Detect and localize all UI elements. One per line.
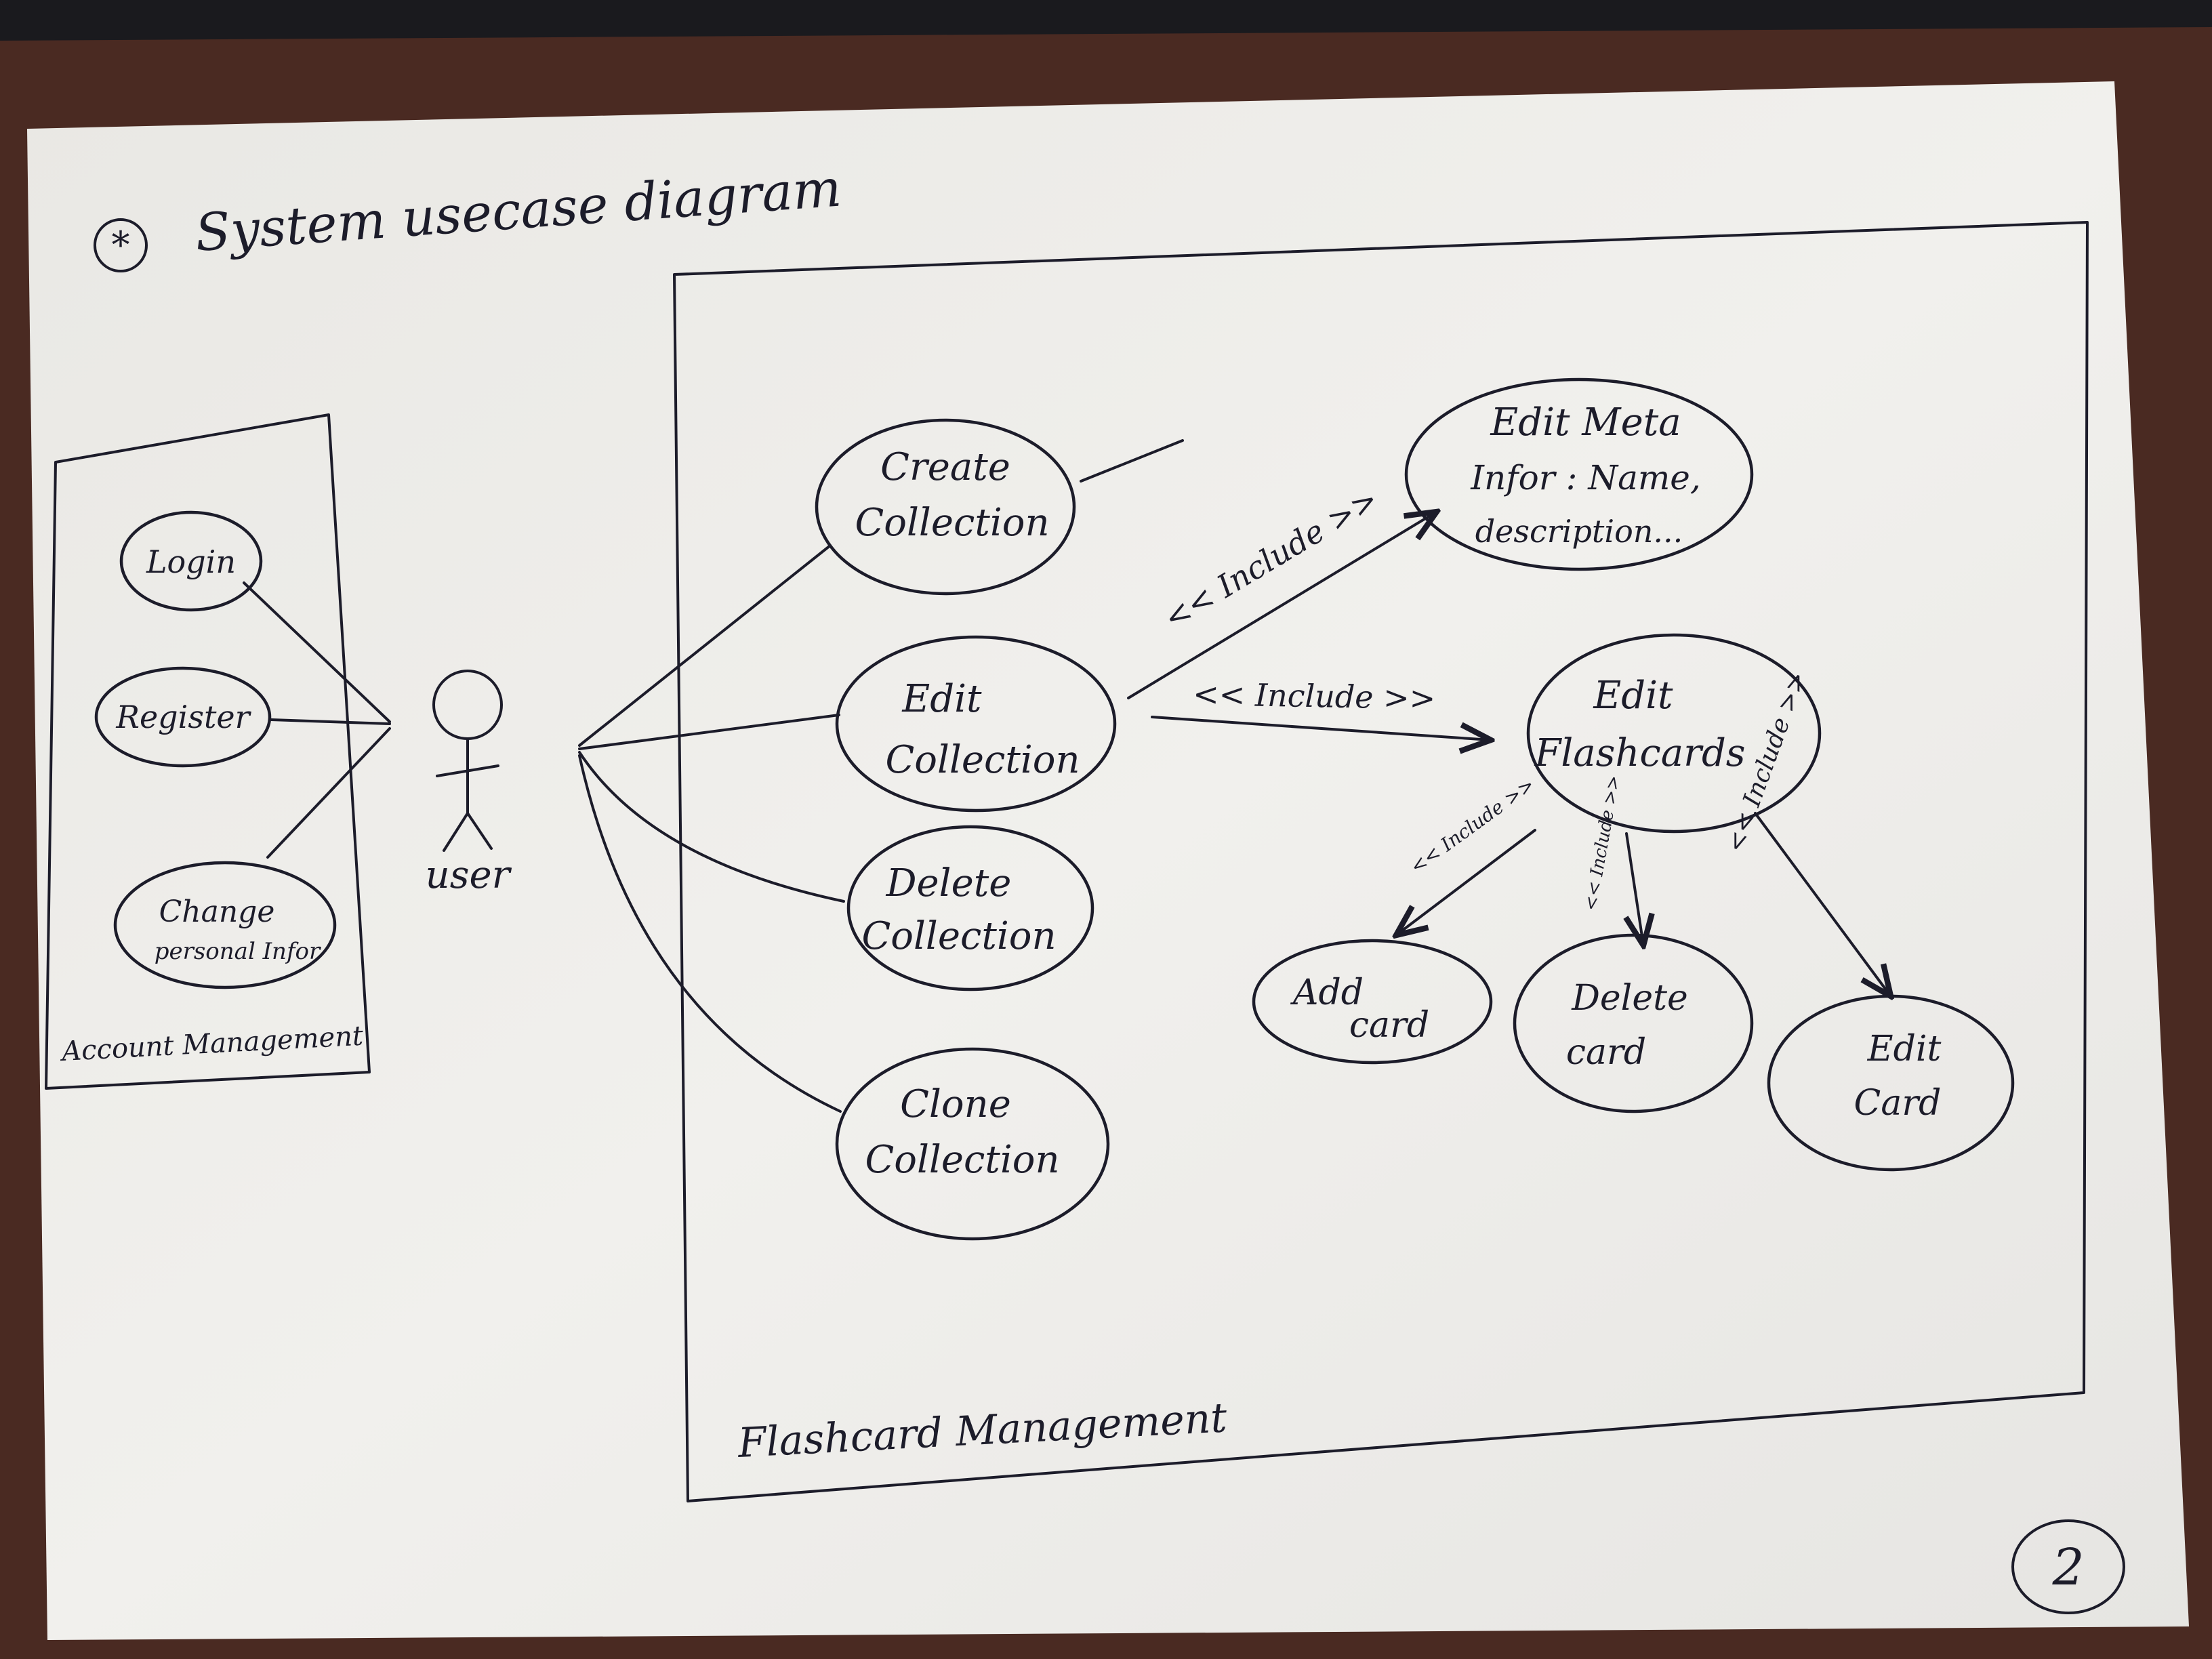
usecase-delete-card-shape bbox=[1513, 933, 1754, 1113]
actor-user: user bbox=[426, 670, 512, 897]
usecase-change-info-shape bbox=[113, 861, 337, 989]
usecase-register: Register bbox=[94, 666, 272, 768]
usecase-clone-collection-shape bbox=[835, 1047, 1110, 1241]
include-flashcards-label: << Include >> bbox=[1193, 676, 1436, 716]
title-marker-circle bbox=[94, 218, 148, 272]
usecase-edit-card-line2: Card bbox=[1854, 1083, 1942, 1124]
top-shadow bbox=[0, 0, 2212, 41]
usecase-create-collection-line1: Create bbox=[880, 445, 1010, 489]
actor-label: user bbox=[426, 853, 512, 897]
account-boundary bbox=[45, 413, 371, 1090]
usecase-create-collection-line2: Collection bbox=[855, 501, 1049, 545]
usecase-add-card: Add card bbox=[1252, 939, 1493, 1065]
usecase-edit-flashcards-line1: Edit bbox=[1593, 674, 1673, 718]
include-edit-flashcards-arrow bbox=[1151, 716, 1491, 740]
usecase-change-info-line1: Change bbox=[159, 895, 275, 929]
usecase-edit-meta: Edit Meta Infor : Name, description... bbox=[1404, 377, 1754, 571]
usecase-edit-flashcards: Edit Flashcards bbox=[1526, 633, 1822, 834]
usecase-edit-meta-line3: description... bbox=[1475, 513, 1683, 550]
page-number: 2 bbox=[2051, 1538, 2084, 1597]
usecase-change-info-line2: personal Infor bbox=[155, 938, 321, 965]
usecase-edit-card: Edit Card bbox=[1767, 994, 2015, 1172]
usecase-edit-meta-line2: Infor : Name, bbox=[1470, 458, 1701, 497]
usecase-delete-collection-shape bbox=[846, 825, 1094, 991]
usecase-edit-flashcards-line2: Flashcards bbox=[1534, 731, 1745, 775]
usecase-clone-collection-line2: Collection bbox=[865, 1138, 1059, 1182]
usecase-create-collection-shape bbox=[815, 418, 1076, 596]
include-edit-card-arrow bbox=[1754, 812, 1891, 996]
assoc-clone-collection bbox=[578, 754, 842, 1113]
usecase-change-info: Change personal Infor bbox=[113, 861, 337, 989]
include-add-card-arrow bbox=[1396, 829, 1536, 935]
usecase-delete-card-line1: Delete bbox=[1571, 978, 1688, 1019]
assoc-create-collection bbox=[578, 544, 832, 747]
usecase-delete-collection-line1: Delete bbox=[886, 861, 1012, 905]
page-number-group: 2 bbox=[2011, 1519, 2125, 1614]
stray-stroke bbox=[1080, 439, 1184, 483]
flashcard-boundary bbox=[673, 221, 2089, 1502]
page-number-circle bbox=[2011, 1519, 2125, 1614]
usecase-edit-collection-line2: Collection bbox=[885, 738, 1080, 782]
usecase-login-shape bbox=[119, 510, 263, 612]
assoc-register bbox=[270, 718, 391, 725]
include-edit-meta-arrow bbox=[1127, 512, 1437, 699]
usecase-add-card-shape bbox=[1252, 939, 1493, 1065]
actor-body bbox=[436, 737, 499, 852]
usecase-edit-flashcards-shape bbox=[1526, 633, 1822, 834]
usecase-register-label: Register bbox=[115, 699, 251, 735]
usecase-register-shape bbox=[94, 666, 272, 768]
usecase-add-card-line1: Add bbox=[1290, 972, 1364, 1013]
assoc-login bbox=[243, 581, 391, 723]
assoc-delete-collection bbox=[578, 751, 845, 903]
paper-sheet bbox=[27, 81, 2189, 1640]
usecase-edit-meta-line1: Edit Meta bbox=[1490, 401, 1681, 445]
usecase-create-collection: Create Collection bbox=[815, 418, 1076, 596]
usecase-delete-collection-line2: Collection bbox=[861, 914, 1056, 958]
usecase-edit-collection-shape bbox=[835, 635, 1117, 813]
usecase-edit-card-shape bbox=[1767, 994, 2015, 1172]
usecase-clone-collection: Clone Collection bbox=[835, 1047, 1110, 1241]
usecase-delete-card: Delete card bbox=[1513, 933, 1754, 1113]
title-marker: * bbox=[112, 224, 130, 266]
usecase-delete-collection: Delete Collection bbox=[846, 825, 1094, 991]
usecase-clone-collection-line1: Clone bbox=[900, 1082, 1011, 1126]
usecase-edit-collection: Edit Collection bbox=[835, 635, 1117, 813]
usecase-edit-card-line1: Edit bbox=[1867, 1029, 1942, 1069]
usecase-add-card-line2: card bbox=[1349, 1005, 1429, 1046]
assoc-change-info bbox=[266, 727, 391, 859]
usecase-login-label: Login bbox=[146, 544, 236, 580]
include-delete-card-arrow bbox=[1626, 832, 1643, 945]
usecase-login: Login bbox=[119, 510, 263, 612]
assoc-edit-collection bbox=[578, 714, 840, 750]
usecase-edit-collection-line1: Edit bbox=[901, 677, 982, 721]
usecase-delete-card-line2: card bbox=[1566, 1032, 1646, 1073]
usecase-edit-meta-shape bbox=[1404, 377, 1754, 571]
